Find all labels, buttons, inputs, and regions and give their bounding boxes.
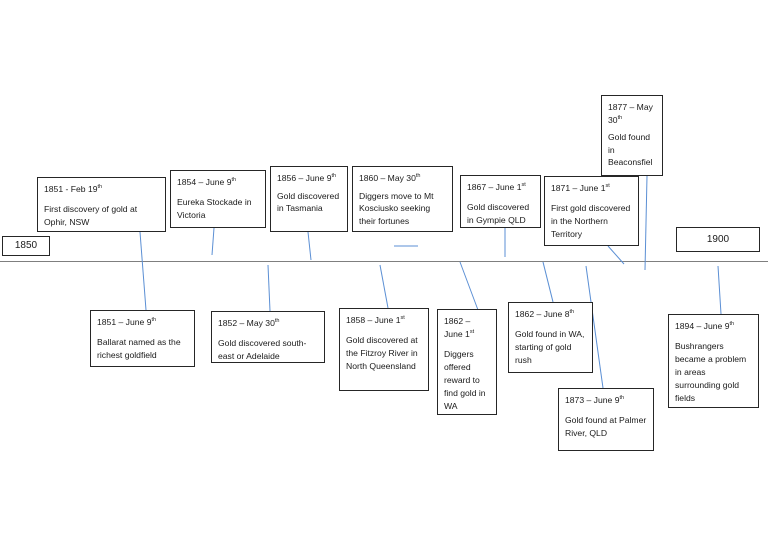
- connector-1877: [644, 175, 648, 271]
- connector-1862-june8: [542, 261, 554, 303]
- connector-1894: [717, 265, 722, 315]
- event-date: 1871 – June 1: [551, 183, 606, 193]
- event-description: Gold found in Beaconsfiel: [608, 132, 653, 167]
- event-description: Gold discovered in Gympie QLD: [467, 202, 530, 225]
- event-date: 1877 – May 30: [608, 102, 653, 125]
- event-box-1851-feb: 1851 - Feb 19th First discovery of gold …: [37, 177, 166, 232]
- event-date-suffix: th: [274, 318, 280, 325]
- connector-1852: [267, 264, 271, 312]
- event-box-1871: 1871 – June 1st First gold discovered in…: [544, 176, 639, 246]
- event-box-1851-june: 1851 – June 9th Ballarat named as the ri…: [90, 310, 195, 367]
- event-description: First gold discovered in the Northern Te…: [551, 203, 631, 239]
- event-box-1862-reward: 1862 – June 1st Diggers offered reward t…: [437, 309, 497, 415]
- event-box-1858: 1858 – June 1st Gold discovered at the F…: [339, 308, 429, 391]
- end-year-label: 1900: [676, 227, 760, 252]
- event-description: Gold discovered at the Fitzroy River in …: [346, 335, 418, 371]
- event-date-suffix: th: [569, 309, 575, 316]
- event-date-suffix: th: [415, 173, 421, 180]
- event-box-1852: 1852 – May 30th Gold discovered south-ea…: [211, 311, 325, 363]
- event-date: 1851 - Feb 19: [44, 184, 98, 194]
- connector-1851-feb: [139, 231, 147, 311]
- event-description: Gold found in WA, starting of gold rush: [515, 329, 585, 365]
- event-date: 1894 – June 9: [675, 321, 730, 331]
- connector-1862-reward: [459, 261, 479, 311]
- event-date: 1873 – June 9: [565, 395, 620, 405]
- event-date: 1862 – June 8: [515, 309, 570, 319]
- event-box-1854: 1854 – June 9th Eureka Stockade in Victo…: [170, 170, 266, 228]
- connector-1856: [307, 231, 312, 261]
- event-description: Diggers move to Mt Kosciusko seeking the…: [359, 190, 434, 226]
- event-date-suffix: th: [331, 173, 337, 180]
- event-description: Gold discovered south-east or Adelaide: [218, 338, 307, 361]
- event-date: 1862 – June 1: [444, 316, 471, 339]
- event-date: 1860 – May 30: [359, 173, 416, 183]
- event-description: Gold discovered in Tasmania: [277, 190, 340, 214]
- connector-1858: [379, 264, 389, 309]
- event-description: Bushrangers became a problem in areas su…: [675, 341, 747, 403]
- event-date-suffix: st: [469, 329, 475, 336]
- event-date-suffix: st: [605, 183, 610, 190]
- event-date-suffix: th: [619, 395, 625, 402]
- event-box-1862-june8: 1862 – June 8th Gold found in WA, starti…: [508, 302, 593, 373]
- event-date: 1852 – May 30: [218, 318, 275, 328]
- event-description: Diggers offered reward to find gold in W…: [444, 349, 486, 411]
- event-date-suffix: th: [97, 184, 103, 191]
- event-date: 1854 – June 9: [177, 177, 232, 187]
- event-box-1877: 1877 – May 30th Gold found in Beaconsfie…: [601, 95, 663, 176]
- event-box-1856: 1856 – June 9th Gold discovered in Tasma…: [270, 166, 348, 232]
- event-description: Eureka Stockade in Victoria: [177, 197, 252, 220]
- event-description: First discovery of gold at Ophir, NSW: [44, 204, 138, 227]
- event-date-suffix: th: [231, 177, 237, 184]
- event-date: 1851 – June 9: [97, 317, 152, 327]
- connector-1854: [211, 227, 215, 256]
- event-date-suffix: th: [729, 321, 735, 328]
- event-box-1894: 1894 – June 9th Bushrangers became a pro…: [668, 314, 759, 408]
- event-date: 1856 – June 9: [277, 173, 332, 183]
- event-date: 1858 – June 1: [346, 315, 401, 325]
- timeline-axis: [0, 261, 768, 262]
- event-date-suffix: th: [617, 114, 623, 121]
- event-box-1860: 1860 – May 30th Diggers move to Mt Kosci…: [352, 166, 453, 232]
- event-date-suffix: st: [400, 315, 405, 322]
- event-date-suffix: st: [521, 182, 526, 189]
- connector-1871: [607, 245, 625, 265]
- start-year-label: 1850: [2, 236, 50, 256]
- event-description: Ballarat named as the richest goldfield: [97, 337, 181, 360]
- connector-1873: [585, 265, 604, 389]
- event-date-suffix: th: [151, 317, 157, 324]
- event-date: 1867 – June 1: [467, 182, 522, 192]
- event-box-1873: 1873 – June 9th Gold found at Palmer Riv…: [558, 388, 654, 451]
- event-description: Gold found at Palmer River, QLD: [565, 415, 647, 438]
- event-box-1867: 1867 – June 1st Gold discovered in Gympi…: [460, 175, 541, 228]
